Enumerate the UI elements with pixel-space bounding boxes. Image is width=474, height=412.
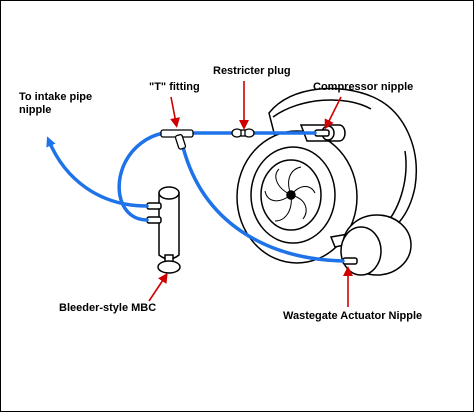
- restricter-plug: [231, 128, 255, 138]
- hoses: [46, 131, 345, 263]
- pointer-compressor: [324, 96, 342, 130]
- pointers: [148, 81, 353, 307]
- mbc-knob: [157, 260, 181, 274]
- wastegate-actuator-face: [340, 226, 382, 276]
- wastegate-nipple: [342, 257, 358, 265]
- compressor-nut: [286, 190, 296, 200]
- mbc-body-group: [146, 186, 181, 274]
- label-wastegate: Wastegate Actuator Nipple: [283, 310, 423, 322]
- hose-mbc-to-t: [117, 131, 167, 222]
- hose-t-to-wastegate: [181, 145, 345, 263]
- label-mbc: Bleeder-style MBC: [59, 302, 157, 314]
- pointer-t-fitting: [170, 96, 180, 128]
- compressor-nipple: [314, 129, 330, 137]
- label-t-fitting: "T" fitting: [149, 81, 200, 93]
- mbc-cap: [158, 186, 180, 200]
- turbocharger: [236, 87, 417, 276]
- mbc-port-bottom: [146, 216, 162, 224]
- label-restricter: Restricter plug: [213, 65, 291, 77]
- label-intake: To intake pipe nipple: [19, 91, 93, 116]
- hose-intake: [46, 136, 149, 208]
- label-compressor: Compressor nipple: [313, 81, 414, 93]
- housing-inner-curve: [272, 99, 372, 118]
- mbc-port-top: [146, 202, 162, 210]
- mbc-body: [158, 192, 180, 260]
- pointer-mbc: [148, 272, 168, 302]
- t-fitting: [160, 129, 194, 150]
